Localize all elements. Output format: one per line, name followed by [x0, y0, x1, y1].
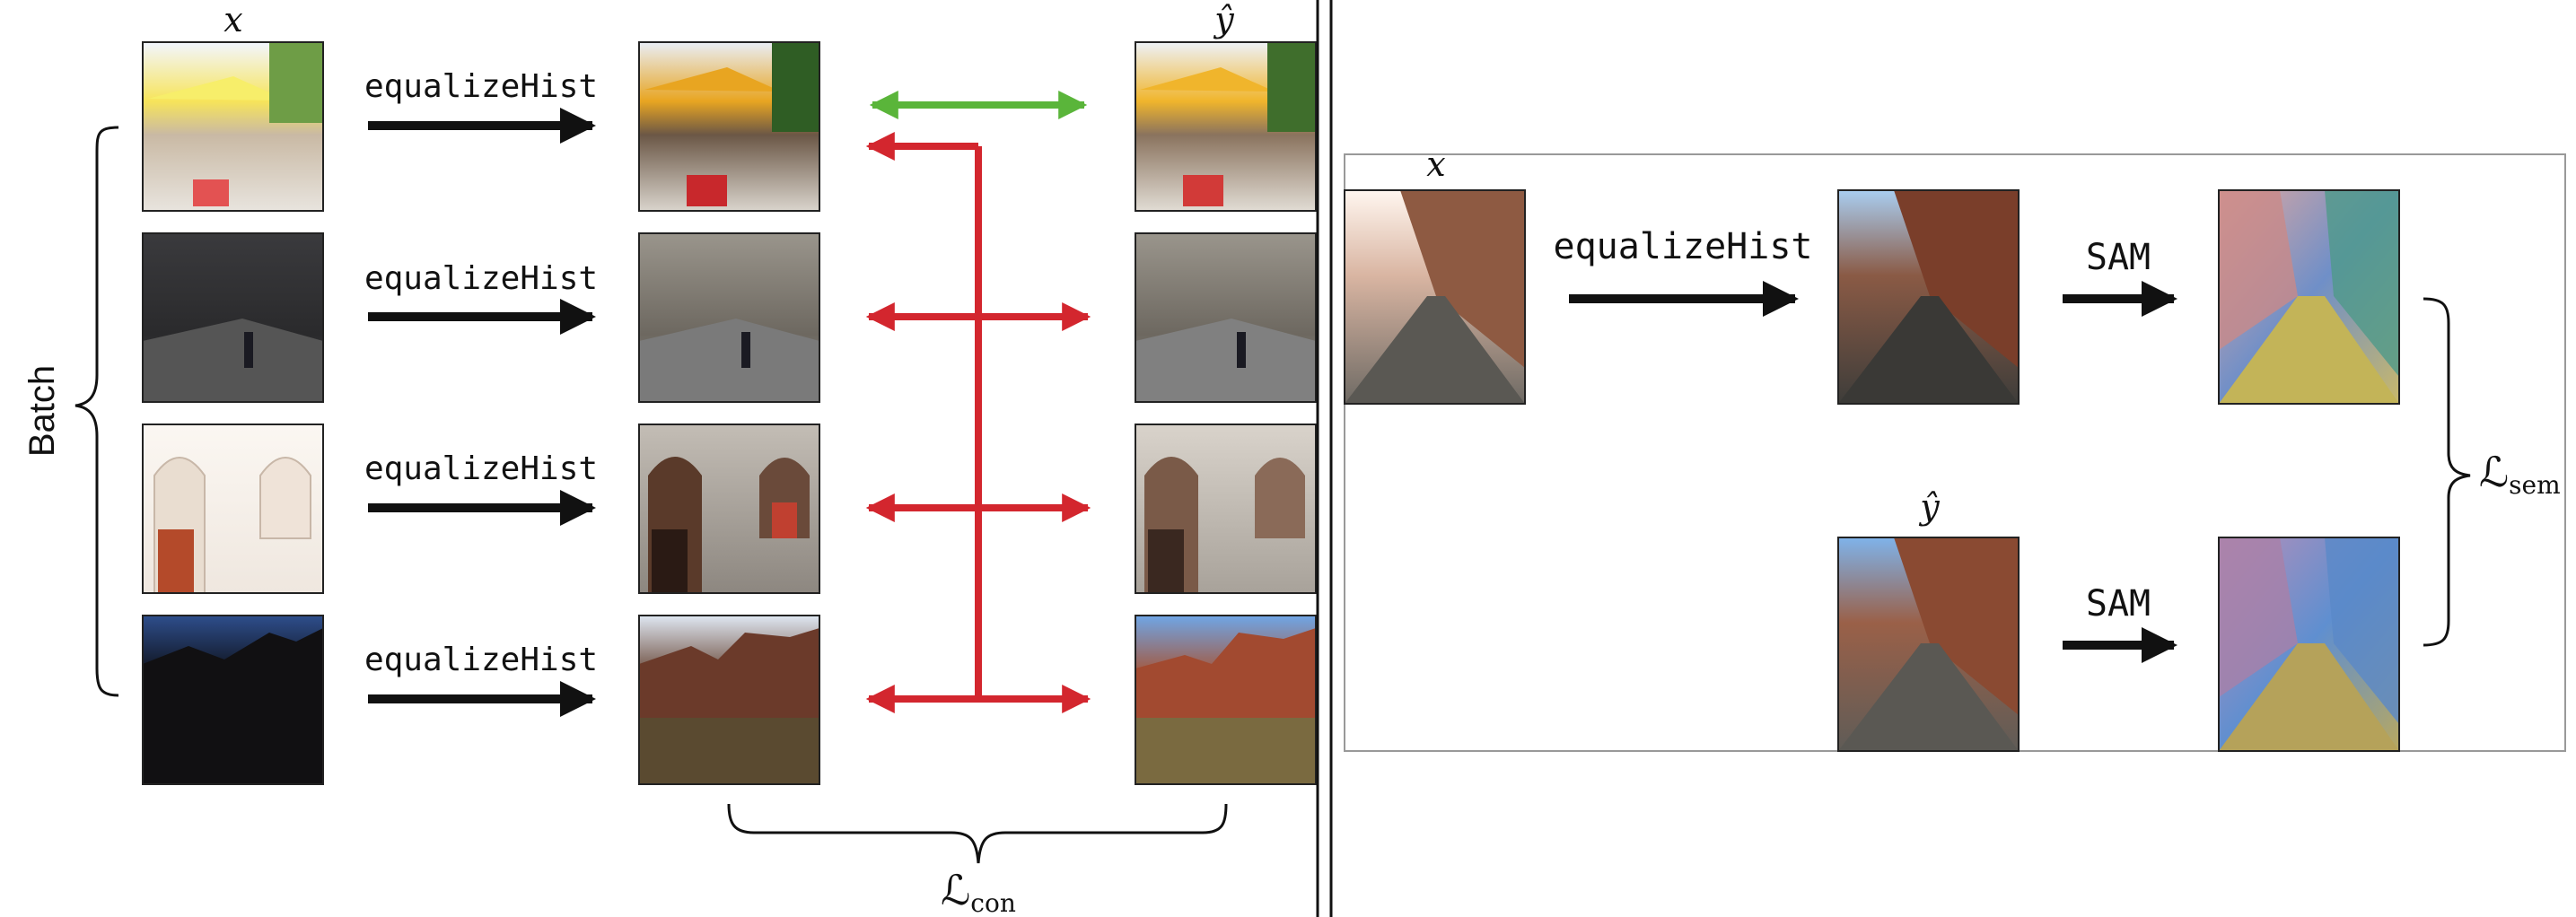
semantic-loss-label: ℒsem: [2479, 448, 2561, 500]
input-image-building: [142, 424, 324, 594]
batch-row-2: equalizeHist: [142, 232, 1317, 403]
sem-equalized-image-street: [1837, 189, 2020, 405]
input-label: x: [223, 0, 242, 39]
equalize-hist-label: equalizeHist: [364, 450, 598, 487]
target-image-cafe: [1135, 41, 1317, 212]
sem-target-label: ŷ: [1918, 487, 1940, 527]
right-panel: x equalizeHist SAM ŷ: [1344, 144, 2566, 752]
batch-brace: [74, 126, 119, 697]
input-image-cafe: [142, 41, 324, 212]
sam-label-top: SAM: [2086, 237, 2151, 278]
equalized-image-building: [638, 424, 820, 594]
sem-target-image-street: [1837, 537, 2020, 752]
target-image-building: [1135, 424, 1317, 594]
input-image-canyon: [142, 615, 324, 785]
semantic-loss-brace: [2423, 297, 2471, 647]
left-panel: x ŷ Batch equalizeHist: [22, 0, 1317, 917]
sem-equalize-hist-label: equalizeHist: [1554, 226, 1813, 267]
equalized-image-canyon: [638, 615, 820, 785]
batch-row-1: equalizeHist: [142, 41, 1317, 212]
target-image-canyon: [1135, 615, 1317, 785]
sem-input-label: x: [1426, 144, 1445, 184]
consistency-loss-brace: [727, 803, 1228, 864]
equalized-image-city: [638, 232, 820, 403]
batch-label: Batch: [22, 365, 62, 457]
batch-row-4: equalizeHist: [142, 615, 1317, 785]
target-label: ŷ: [1213, 0, 1234, 39]
input-image-city: [142, 232, 324, 403]
equalize-hist-label: equalizeHist: [364, 260, 598, 297]
equalize-hist-label: equalizeHist: [364, 642, 598, 678]
equalize-hist-label: equalizeHist: [364, 68, 598, 105]
sam-output-image-top: [2218, 189, 2400, 405]
consistency-loss-label: ℒcon: [941, 866, 1016, 917]
negative-consistency-arrows: [865, 132, 1091, 713]
equalized-image-cafe: [638, 41, 820, 212]
batch-row-3: equalizeHist: [142, 424, 1317, 594]
sem-input-image-street: [1344, 189, 1526, 405]
sam-output-image-bottom: [2218, 537, 2400, 752]
sam-label-bottom: SAM: [2086, 583, 2151, 624]
target-image-city: [1135, 232, 1317, 403]
